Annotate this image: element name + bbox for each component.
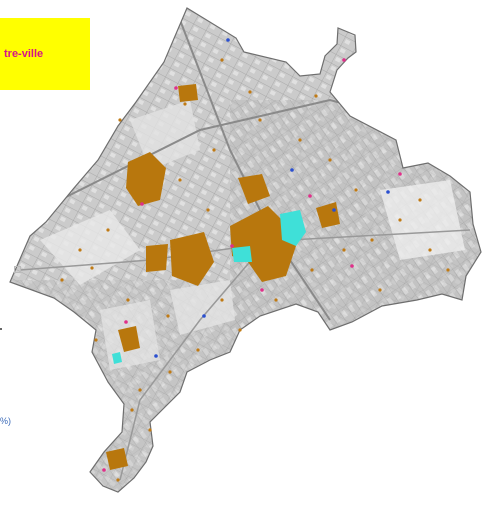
points-layer [60,38,450,482]
water-bodies [112,210,306,364]
urban-zones [106,84,340,470]
edge-dot [0,328,2,330]
legend-label-text: tre-ville [4,48,44,60]
legend-label-box: tre-ville [0,18,90,90]
edge-text-fragment: %) [0,416,11,426]
edge-marker [14,266,21,273]
